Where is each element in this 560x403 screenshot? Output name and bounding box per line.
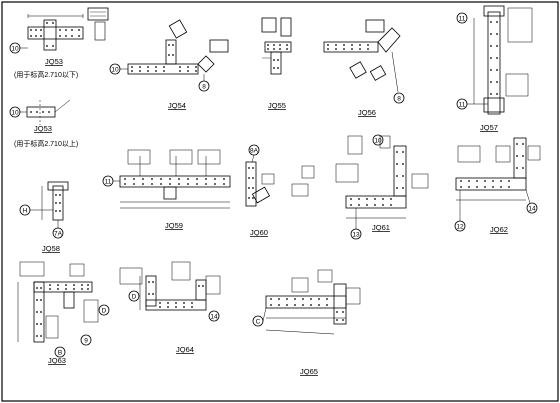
axis-label: 10 <box>374 138 382 145</box>
axis-label: 14 <box>210 314 218 321</box>
axis-label: 10 <box>11 110 19 117</box>
detail-jq57: 11 11 JQ57 <box>456 5 533 132</box>
detail-caption: JQ55 <box>268 101 286 110</box>
axis-bubble <box>208 310 220 322</box>
detail-caption: JQ64 <box>176 345 194 354</box>
detail-caption: JQ62 <box>490 225 508 234</box>
detail-jq53b: 10 JQ53 (用于标高2.710以上) <box>9 99 78 148</box>
axis-label: 12 <box>456 224 464 231</box>
axis-bubble <box>109 63 121 75</box>
axis-label: 10 <box>11 46 19 53</box>
detail-jq65: C JQ65 <box>252 269 361 376</box>
detail-jq64: D 14 JQ64 <box>119 261 221 354</box>
detail-caption: JQ53 <box>34 124 52 133</box>
rebar-dots <box>30 22 80 47</box>
detail-caption: JQ53 <box>45 57 63 66</box>
axis-bubble <box>54 346 66 358</box>
detail-caption: JQ59 <box>165 221 183 230</box>
detail-jq53a: 10 JQ53 (用于标高2.710以下) <box>9 7 109 79</box>
detail-note: (用于标高2.710以下) <box>14 70 78 79</box>
rebar-callout <box>87 7 109 21</box>
axis-bubble <box>456 12 468 24</box>
detail-caption: JQ63 <box>48 356 66 365</box>
axis-label: 11 <box>105 179 112 186</box>
axis-label: 11 <box>459 102 466 109</box>
detail-caption: JQ58 <box>42 244 60 253</box>
axis-label: 8 <box>397 96 401 103</box>
axis-label: D <box>132 294 137 301</box>
detail-caption: JQ54 <box>168 101 186 110</box>
axis-bubble <box>98 304 110 316</box>
detail-jq60: 8A JQ60 <box>245 144 315 237</box>
axis-label: 8 <box>202 84 206 91</box>
detail-jq63: D B 9 JQ63 <box>17 261 110 365</box>
detail-caption: JQ60 <box>250 228 268 237</box>
axis-label: H <box>23 208 28 215</box>
detail-jq59: 11 JQ59 <box>102 149 231 230</box>
axis-label: 8A <box>250 148 259 155</box>
detail-caption: JQ61 <box>372 223 390 232</box>
axis-bubble <box>128 290 140 302</box>
axis-label: 7A <box>54 231 63 238</box>
axis-label: 10 <box>111 67 119 74</box>
detail-caption: JQ57 <box>480 123 498 132</box>
detail-jq58: H 7A JQ58 <box>19 181 69 253</box>
detail-jq55: JQ55 <box>261 17 292 110</box>
axis-label: C <box>256 319 261 326</box>
detail-jq56: 8 JQ56 <box>323 19 405 117</box>
axis-bubble <box>393 92 405 104</box>
axis-label: 13 <box>352 232 360 239</box>
axis-bubble <box>80 334 92 346</box>
axis-bubble <box>372 134 384 146</box>
detail-caption: JQ65 <box>300 367 318 376</box>
detail-note: (用于标高2.710以上) <box>14 139 78 148</box>
axis-label: D <box>102 308 107 315</box>
wall-section <box>27 26 84 40</box>
axis-bubble <box>19 204 31 216</box>
detail-jq61: 10 13 JQ61 <box>335 134 429 240</box>
detail-jq54: 10 8 JQ54 <box>109 19 229 110</box>
axis-label: 14 <box>528 206 536 213</box>
axis-bubble <box>526 202 538 214</box>
wall-section <box>43 19 57 51</box>
axis-label: 9 <box>84 338 88 345</box>
detail-jq62: 12 14 JQ62 <box>454 137 541 234</box>
detail-caption: JQ56 <box>358 108 376 117</box>
axis-label: 11 <box>459 16 466 23</box>
axis-label: B <box>58 350 62 357</box>
